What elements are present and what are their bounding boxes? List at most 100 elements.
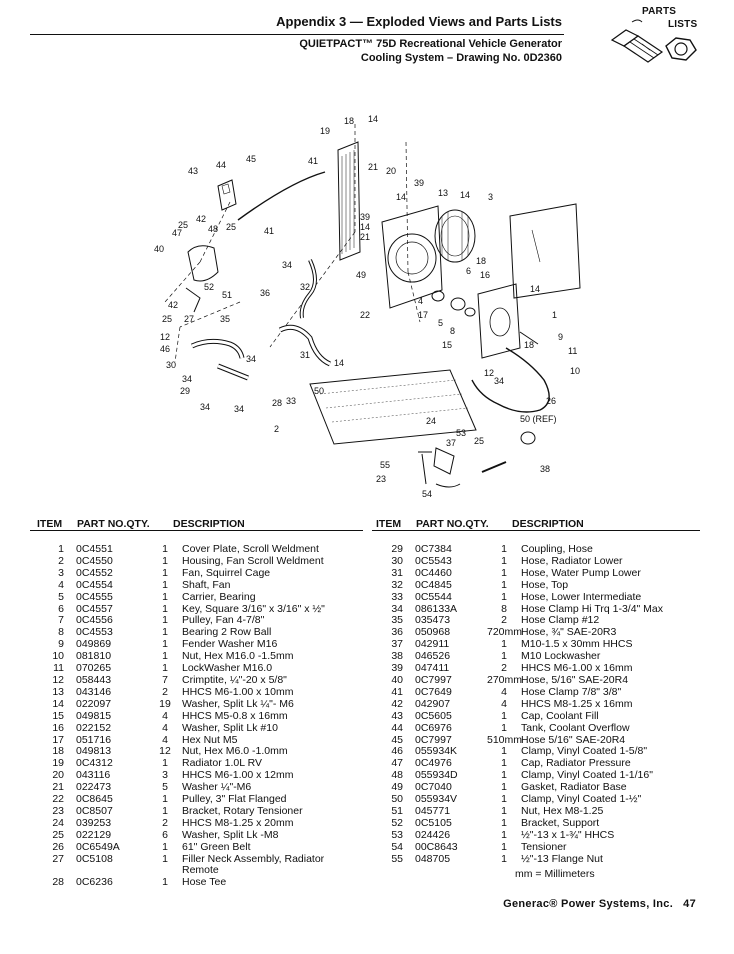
quantity: 270mm bbox=[487, 673, 523, 686]
quantity: 1 bbox=[162, 578, 168, 591]
item-number: 28 bbox=[52, 876, 64, 889]
callout-label: 34 bbox=[494, 376, 504, 386]
item-number: 20 bbox=[52, 769, 64, 782]
description: Hose, ¾" SAE-20R3 bbox=[521, 626, 617, 639]
item-number: 48 bbox=[391, 769, 403, 782]
quantity: 4 bbox=[162, 721, 168, 734]
description: Nut, Hex M6.0 -1.0mm bbox=[182, 745, 288, 758]
callout-label: 31 bbox=[300, 350, 310, 360]
item-number: 26 bbox=[52, 840, 64, 853]
callout-label: 18 bbox=[476, 256, 486, 266]
callout-label: 20 bbox=[386, 166, 396, 176]
description: Tensioner bbox=[521, 840, 567, 853]
bolt-nut-icon bbox=[610, 19, 697, 63]
item-number: 14 bbox=[52, 697, 64, 710]
item-number: 10 bbox=[52, 650, 64, 663]
item-number: 49 bbox=[391, 781, 403, 794]
callout-label: 6 bbox=[466, 266, 471, 276]
left-col-part-header: PART NO.QTY. bbox=[77, 518, 150, 530]
part-number: 086133A bbox=[415, 602, 458, 615]
item-number: 3 bbox=[58, 566, 64, 579]
item-number: 42 bbox=[391, 697, 403, 710]
quantity: 1 bbox=[501, 828, 507, 841]
callout-label: 32 bbox=[300, 282, 310, 292]
callout-label: 17 bbox=[418, 310, 428, 320]
part-number: 0C6236 bbox=[76, 876, 113, 889]
description: Hose, Water Pump Lower bbox=[521, 566, 641, 579]
description: Shaft, Fan bbox=[182, 578, 231, 591]
logo-line-parts: PARTS bbox=[642, 6, 677, 17]
description: Clamp, Vinyl Coated 1-1/16" bbox=[521, 769, 653, 782]
callout-label: 12 bbox=[484, 368, 494, 378]
part-number: 055934D bbox=[415, 769, 458, 782]
callout-label: 46 bbox=[160, 344, 170, 354]
description: Washer, Split Lk -M8 bbox=[182, 828, 279, 841]
item-number: 23 bbox=[52, 804, 64, 817]
item-number: 29 bbox=[391, 543, 403, 555]
item-number: 8 bbox=[58, 626, 64, 639]
item-number: 39 bbox=[391, 662, 403, 675]
callout-label: 14 bbox=[530, 284, 540, 294]
part-number: 0C8507 bbox=[76, 804, 113, 817]
item-number: 11 bbox=[53, 662, 64, 675]
callout-label: 30 bbox=[166, 360, 176, 370]
part-number: 043146 bbox=[76, 685, 112, 698]
quantity: 1 bbox=[501, 781, 507, 794]
part-number: 047411 bbox=[415, 662, 450, 675]
quantity: 1 bbox=[501, 804, 507, 817]
callout-label: 54 bbox=[422, 489, 432, 499]
description: Hose Tee bbox=[182, 876, 227, 889]
item-number: 36 bbox=[391, 626, 403, 639]
item-number: 38 bbox=[391, 650, 403, 663]
part-number: 0C4312 bbox=[76, 757, 113, 770]
product-subtitle: QUIETPACT™ 75D Recreational Vehicle Gene… bbox=[299, 38, 562, 50]
description: Clamp, Vinyl Coated 1-½" bbox=[521, 793, 642, 806]
callout-label: 23 bbox=[376, 474, 386, 484]
part-number: 0C4556 bbox=[76, 614, 113, 627]
quantity: 1 bbox=[162, 638, 168, 651]
callout-label: 2 bbox=[274, 424, 279, 434]
part-number: 0C5108 bbox=[76, 852, 113, 865]
callout-label: 18 bbox=[344, 116, 354, 126]
part-number: 0C4551 bbox=[76, 543, 113, 555]
callout-label: 10 bbox=[570, 366, 580, 376]
quantity: 1 bbox=[162, 614, 168, 627]
description: Hose Clamp 7/8" 3/8" bbox=[521, 685, 622, 698]
part-number: 022097 bbox=[76, 697, 112, 710]
quantity: 7 bbox=[162, 673, 168, 686]
description: Hose, 5/16" SAE-20R4 bbox=[521, 673, 629, 686]
callout-label: 18 bbox=[524, 340, 534, 350]
item-number: 46 bbox=[391, 745, 403, 758]
part-number: 0C4557 bbox=[76, 602, 113, 615]
callout-label: 50 (REF) bbox=[520, 414, 557, 424]
quantity: 1 bbox=[162, 566, 168, 579]
callout-label: 13 bbox=[438, 188, 448, 198]
part-number: 0C8645 bbox=[76, 793, 113, 806]
callout-label: 41 bbox=[308, 156, 318, 166]
item-number: 24 bbox=[52, 816, 64, 829]
description: M10 Lockwasher bbox=[521, 650, 601, 663]
item-number: 52 bbox=[391, 816, 403, 829]
quantity: 1 bbox=[162, 804, 168, 817]
callout-label: 8 bbox=[450, 326, 455, 336]
quantity: 1 bbox=[162, 840, 168, 853]
part-number: 043116 bbox=[76, 769, 111, 782]
quantity: 2 bbox=[162, 816, 168, 829]
callout-label: 50 bbox=[314, 386, 324, 396]
item-number: 41 bbox=[391, 685, 403, 698]
item-number: 54 bbox=[391, 840, 403, 853]
quantity: 2 bbox=[162, 685, 168, 698]
callout-label: 28 bbox=[272, 398, 282, 408]
part-number: 049813 bbox=[76, 745, 112, 758]
